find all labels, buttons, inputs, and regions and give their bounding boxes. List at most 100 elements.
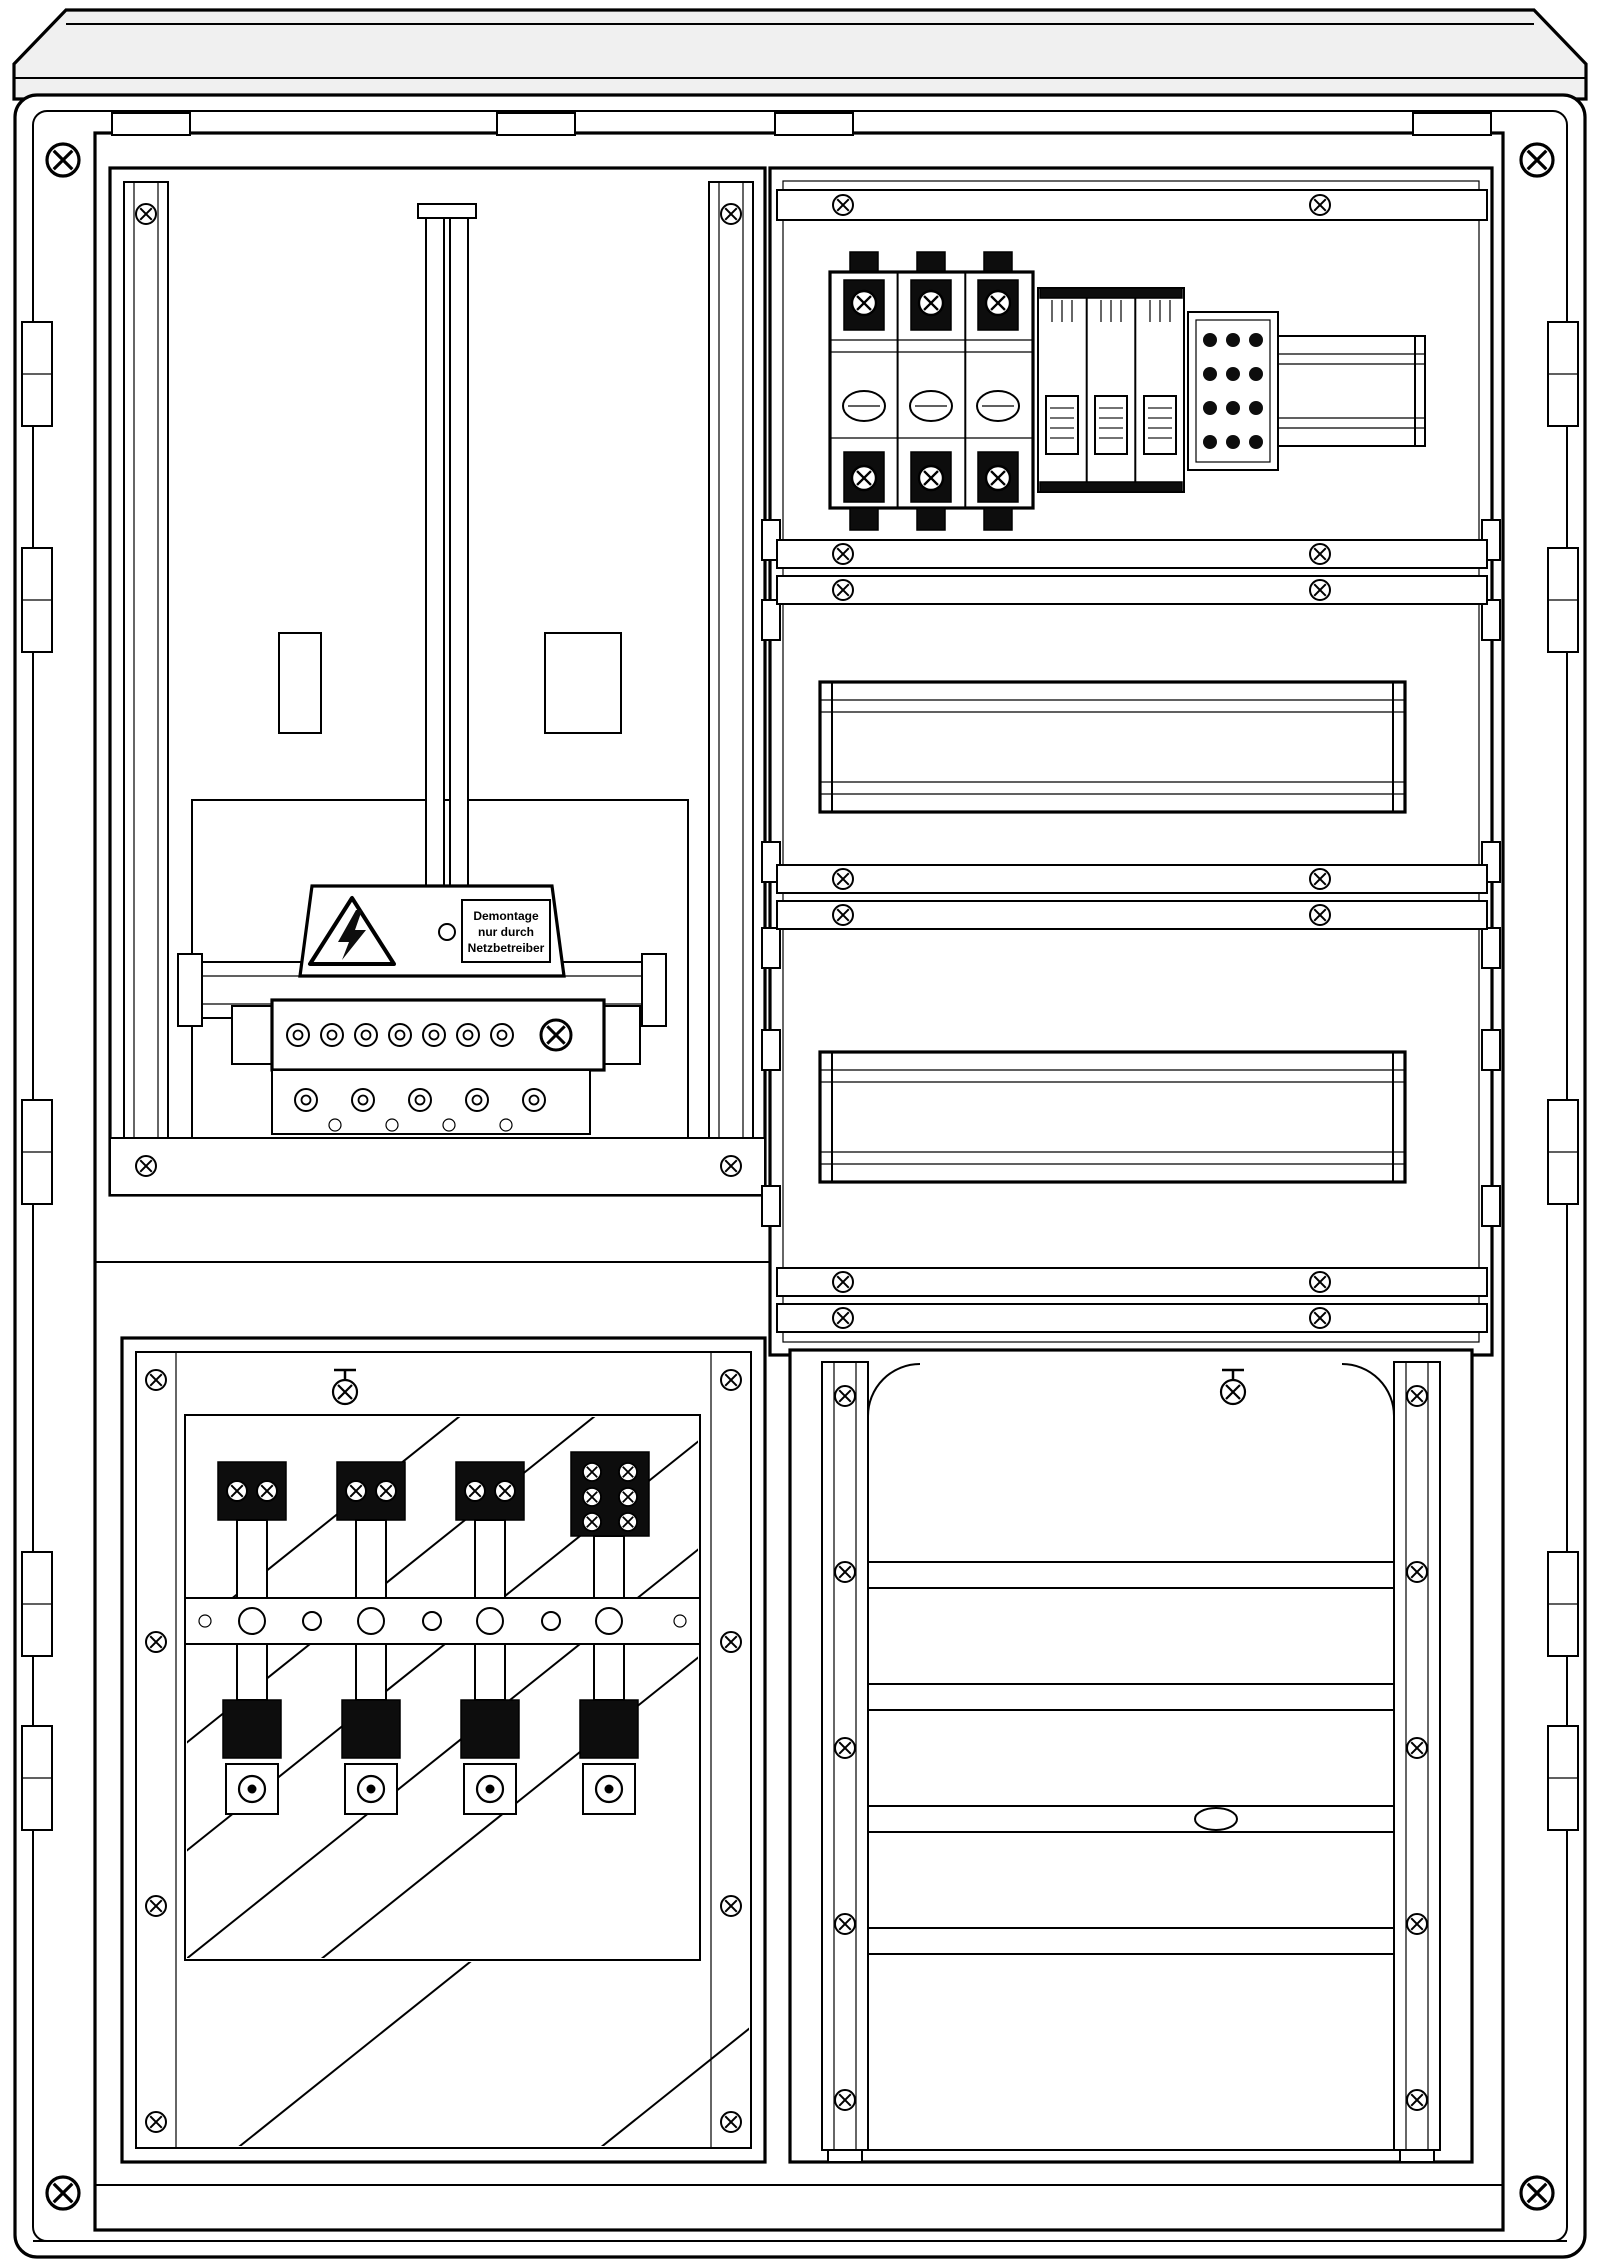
screw-icon <box>720 1895 742 1917</box>
screw-icon <box>494 1480 516 1502</box>
frame-tab <box>111 112 191 136</box>
screw-icon <box>720 1369 742 1391</box>
screw-icon <box>984 464 1012 492</box>
meter-window-left <box>278 632 322 734</box>
warning-label-line1: Demontage <box>473 909 539 923</box>
screw-icon <box>850 289 878 317</box>
left-side-notches <box>21 321 53 1831</box>
terminal <box>490 1023 514 1047</box>
nh-fuse-holder <box>455 1461 525 1815</box>
screw-icon <box>135 1155 157 1177</box>
screw-icon <box>618 1512 638 1532</box>
screw-icon <box>594 1774 624 1804</box>
screw-icon <box>850 464 878 492</box>
terminal <box>351 1088 375 1112</box>
rail-foot <box>1399 2149 1435 2163</box>
terminal <box>465 1088 489 1112</box>
din-rail-top-extension <box>1277 335 1426 447</box>
corner-gusset <box>1341 1363 1395 1417</box>
warning-label-line3: Netzbetreiber <box>468 941 545 955</box>
screw-icon <box>832 543 854 565</box>
screw-icon <box>1309 1307 1331 1329</box>
nh-fuse-holder <box>217 1461 287 1815</box>
screw-icon <box>618 1487 638 1507</box>
screw-icon <box>834 1561 856 1583</box>
terminal-block-upper <box>231 998 641 1072</box>
screw-icon <box>832 868 854 890</box>
mounting-rail-pair-3 <box>776 1267 1488 1333</box>
cable-entry-oval <box>1194 1807 1238 1831</box>
screw-icon <box>720 1631 742 1653</box>
screw-icon <box>1406 1913 1428 1935</box>
screw-icon <box>135 203 157 225</box>
module-label <box>1045 395 1079 455</box>
screw-icon <box>582 1512 602 1532</box>
frame-tab <box>1412 112 1492 136</box>
fuse-section <box>120 1336 767 2164</box>
terminal <box>408 1088 432 1112</box>
screw-icon <box>464 1480 486 1502</box>
equipment-rail-right <box>1393 1361 1441 2151</box>
terminal <box>522 1088 546 1112</box>
din-rail-2 <box>818 1050 1407 1184</box>
screw-icon <box>1406 1561 1428 1583</box>
support-bars <box>867 1561 1395 1955</box>
roof-cap <box>12 8 1588 101</box>
meter-rail-left <box>123 181 169 1179</box>
inner-frame <box>93 112 1505 2232</box>
screw-icon <box>226 1480 248 1502</box>
screw-icon <box>1309 579 1331 601</box>
screw-icon <box>256 1480 278 1502</box>
nh-fuse-holder <box>336 1461 406 1815</box>
terminal-grid-block <box>1187 311 1279 471</box>
din-rail-1 <box>818 680 1407 814</box>
mounting-rail-pair-2 <box>776 864 1488 930</box>
screw-icon <box>1309 1271 1331 1293</box>
screw-icon <box>1309 904 1331 926</box>
warning-plate: Demontage nur durch Netzbetreiber <box>298 884 566 978</box>
screw-icon <box>720 203 742 225</box>
screw-icon <box>45 2175 81 2211</box>
screw-icon <box>1309 543 1331 565</box>
screw-icon <box>375 1480 397 1502</box>
screw-icon <box>917 289 945 317</box>
module-label <box>1143 395 1177 455</box>
screw-icon <box>834 1385 856 1407</box>
equipment-rail-left <box>821 1361 869 2151</box>
meter-window-right <box>544 632 622 734</box>
screw-icon <box>45 142 81 178</box>
screw-icon <box>832 579 854 601</box>
screw-icon <box>720 2111 742 2133</box>
terminal-block-lower <box>271 1069 591 1135</box>
mounting-rail-pair-1 <box>776 539 1488 605</box>
meter-rail-right <box>708 181 754 1179</box>
plate-screw <box>438 923 456 941</box>
module-label <box>1094 395 1128 455</box>
screw-icon <box>1406 1385 1428 1407</box>
warning-label-line2: nur durch <box>478 925 534 939</box>
frame-tab <box>496 112 576 136</box>
fuse-carrier-group <box>1037 287 1185 493</box>
terminal <box>286 1023 310 1047</box>
screw-icon <box>834 2089 856 2111</box>
screw-icon <box>834 1737 856 1759</box>
terminal <box>320 1023 344 1047</box>
distribution-panel <box>761 166 1501 1357</box>
equipment-panel <box>788 1348 1474 2164</box>
screw-icon <box>1309 194 1331 216</box>
screw-icon <box>345 1480 367 1502</box>
screw-icon <box>356 1774 386 1804</box>
right-side-notches <box>1547 321 1579 1831</box>
screw-icon <box>618 1462 638 1482</box>
terminal <box>456 1023 480 1047</box>
terminal <box>422 1023 446 1047</box>
screw-icon <box>237 1774 267 1804</box>
screw-icon <box>1406 1737 1428 1759</box>
terminal <box>388 1023 412 1047</box>
screw-icon <box>582 1487 602 1507</box>
screw-icon <box>145 1369 167 1391</box>
screw-icon <box>145 1631 167 1653</box>
screw-icon <box>145 2111 167 2133</box>
frame-tab <box>774 112 854 136</box>
